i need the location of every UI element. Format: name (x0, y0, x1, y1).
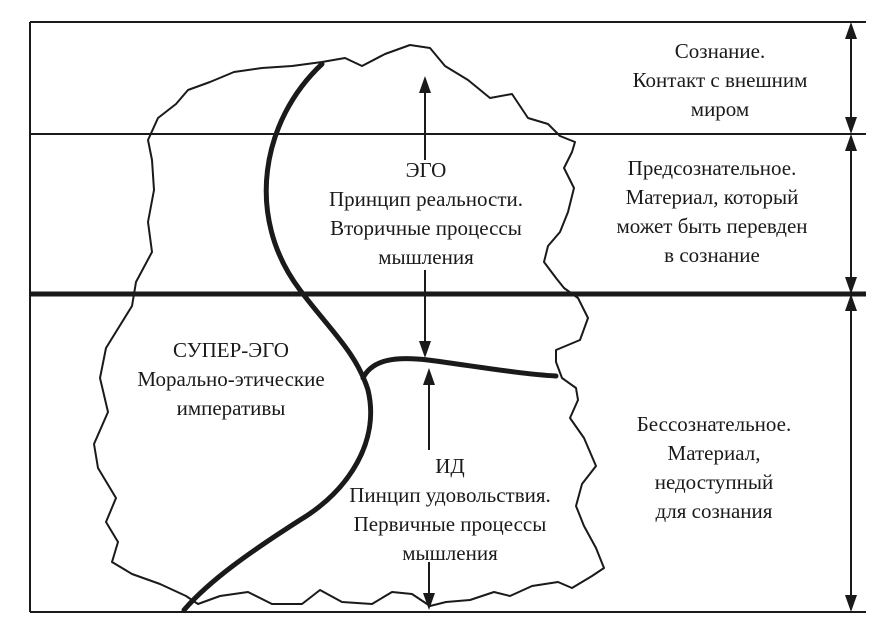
ego-down-arrowhead (419, 341, 431, 358)
id-down-arrowhead (423, 593, 435, 610)
unconscious-label: Бессознательное. Материал, недоступный д… (608, 410, 820, 526)
conscious-label: Сознание. Контакт с внешним миром (620, 37, 820, 124)
ego-title: ЭГО (405, 158, 447, 182)
preconscious-line-4: в сознание (664, 243, 760, 267)
ego-up-arrowhead (419, 76, 431, 93)
superego-title: СУПЕР-ЭГО (173, 338, 289, 362)
unconscious-title: Бессознательное. (636, 412, 792, 436)
unconscious-line-2: Материал, (667, 441, 761, 465)
psyche-outline (93, 44, 605, 607)
unconscious-range-arrowhead-top (845, 294, 857, 311)
id-label: ИД Пинцип удовольствия. Первичные процес… (330, 452, 570, 568)
id-title: ИД (435, 454, 465, 478)
conscious-title: Сознание. (674, 39, 766, 63)
ego-line-4: мышления (378, 245, 474, 269)
superego-label: СУПЕР-ЭГО Морально-этические императивы (116, 336, 346, 423)
ego-line-2: Принцип реальности. (329, 187, 523, 211)
unconscious-line-3: недоступный (654, 470, 774, 494)
preconscious-line-3: может быть перевден (616, 214, 808, 238)
superego-boundary (181, 61, 374, 613)
preconscious-label: Предсознательное. Материал, который може… (594, 154, 830, 270)
unconscious-line-4: для сознания (655, 499, 773, 523)
preconscious-range-arrowhead-bottom (845, 277, 857, 294)
id-up-arrowhead (423, 368, 435, 385)
ego-line-3: Вторичные процессы (330, 216, 522, 240)
preconscious-range-arrowhead-top (845, 134, 857, 151)
id-line-3: Первичные процессы (353, 512, 547, 536)
ego-label: ЭГО Принцип реальности. Вторичные процес… (296, 156, 556, 272)
conscious-line-3: миром (690, 97, 750, 121)
id-line-2: Пинцип удовольствия. (349, 483, 551, 507)
superego-line-2: Морально-этические (137, 367, 325, 391)
preconscious-line-2: Материал, который (625, 185, 799, 209)
conscious-line-2: Контакт с внешним (632, 68, 808, 92)
superego-line-3: императивы (176, 396, 286, 420)
conscious-range-arrowhead-bottom (845, 117, 857, 134)
unconscious-range-arrowhead-bottom (845, 595, 857, 612)
preconscious-title: Предсознательное. (627, 156, 797, 180)
id-line-4: мышления (402, 541, 498, 565)
ego-id-boundary (360, 356, 559, 381)
conscious-range-arrowhead-top (845, 22, 857, 39)
